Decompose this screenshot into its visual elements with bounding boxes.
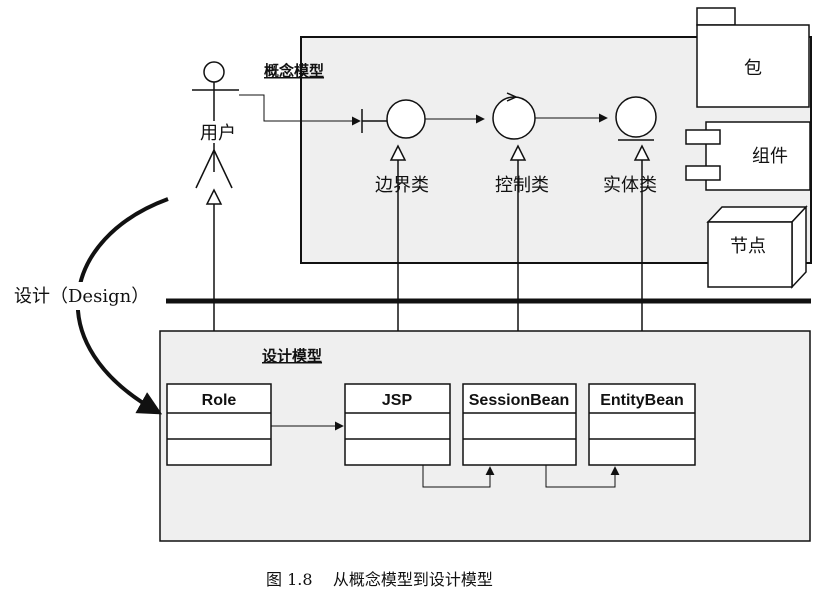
control-label: 控制类 <box>495 175 549 196</box>
figure-caption: 图 1.8 从概念模型到设计模型 <box>266 570 493 589</box>
entity-label: 实体类 <box>603 175 657 196</box>
class-role: Role <box>166 383 272 466</box>
design-arrow-label: 设计（Design） <box>14 286 149 307</box>
jsp-to-sessionbean-arrow <box>422 465 495 488</box>
design-label-backdrop <box>10 282 160 310</box>
class-sessionbean-name: SessionBean <box>469 392 569 409</box>
package-label: 包 <box>744 58 762 79</box>
class-jsp-name: JSP <box>382 392 413 409</box>
actor-to-boundary-arrow <box>239 94 361 126</box>
component-icon: 组件 <box>685 121 811 191</box>
package-icon: 包 <box>696 7 810 108</box>
class-jsp: JSP <box>344 383 451 466</box>
component-label: 组件 <box>752 146 788 167</box>
node-icon: 节点 <box>706 205 808 289</box>
conceptual-model-title: 概念模型 <box>264 62 324 80</box>
actor-label: 用户 <box>200 123 236 144</box>
class-sessionbean: SessionBean <box>462 383 577 466</box>
class-entitybean-name: EntityBean <box>600 392 684 409</box>
actor-user: 用户 <box>192 61 239 189</box>
node-label: 节点 <box>730 236 766 257</box>
boundary-label: 边界类 <box>375 175 429 196</box>
class-entitybean: EntityBean <box>588 383 696 466</box>
class-role-name: Role <box>202 392 237 409</box>
design-model-title: 设计模型 <box>262 347 322 365</box>
sessionbean-to-entitybean-arrow <box>545 465 620 488</box>
entity-class-icon <box>615 96 657 141</box>
